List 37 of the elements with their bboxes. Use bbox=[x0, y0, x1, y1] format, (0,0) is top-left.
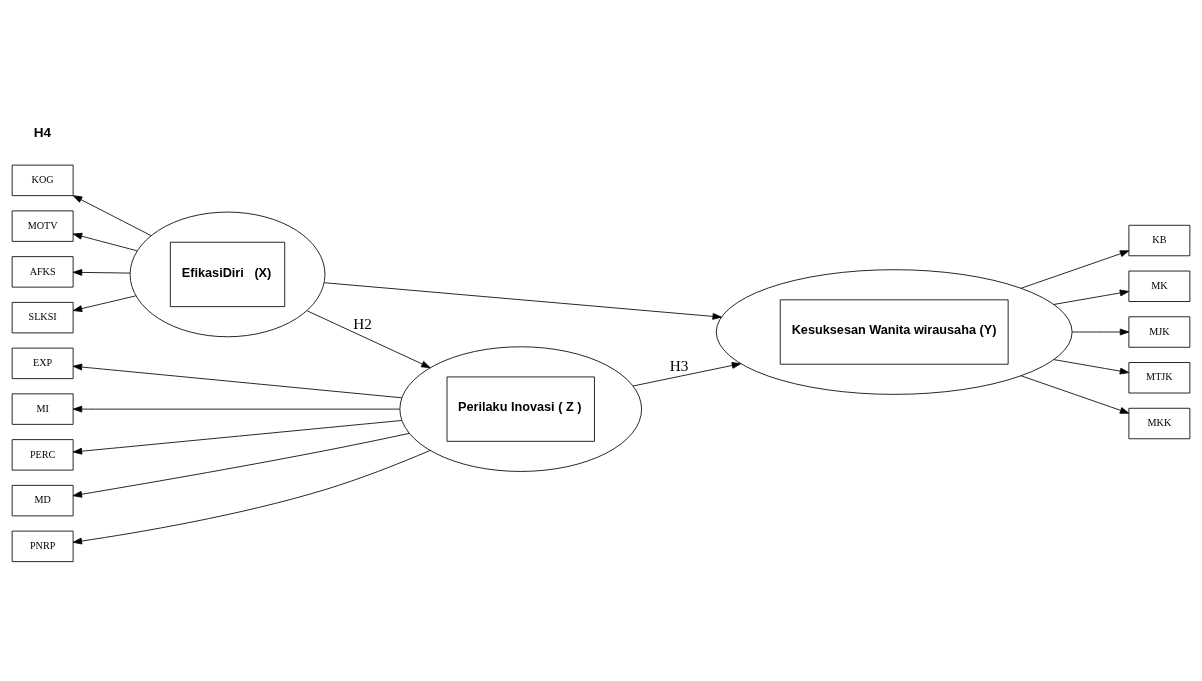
node-box: MKK bbox=[1128, 407, 1191, 440]
node-box: MK bbox=[1128, 270, 1191, 302]
node-box: MI bbox=[11, 393, 74, 425]
node-box: KB bbox=[1128, 224, 1191, 257]
arrow bbox=[1020, 250, 1130, 289]
node-box: PERC bbox=[11, 439, 74, 471]
arrow bbox=[632, 362, 742, 387]
node-ellipse: Perilaku Inovasi ( Z ) bbox=[399, 346, 642, 472]
node-box: EXP bbox=[11, 347, 74, 380]
arrow bbox=[323, 282, 722, 320]
edge-label: H3 bbox=[669, 356, 689, 374]
node-box: AFKS bbox=[11, 256, 74, 288]
node-box: MJK bbox=[1128, 316, 1191, 348]
arrow bbox=[1020, 375, 1130, 414]
node-ellipse: EfikasiDiri (X) bbox=[129, 211, 326, 338]
node-box: MTJK bbox=[1128, 362, 1191, 394]
node-box: MD bbox=[11, 484, 74, 517]
node-box: SLKSI bbox=[11, 301, 74, 334]
arrow bbox=[72, 420, 403, 455]
arrow bbox=[1053, 289, 1130, 305]
arrow bbox=[1053, 359, 1130, 375]
arrow bbox=[72, 450, 431, 545]
arrow bbox=[72, 405, 401, 413]
node-box: MOTV bbox=[11, 210, 74, 242]
arrow bbox=[72, 295, 136, 312]
arrow bbox=[306, 310, 431, 369]
node-box: PNRP bbox=[11, 530, 74, 563]
arrow bbox=[72, 195, 152, 236]
label: H4 bbox=[33, 125, 52, 141]
arrow bbox=[1071, 328, 1130, 336]
node-ellipse: Kesuksesan Wanita wirausaha (Y) bbox=[715, 269, 1073, 395]
arrow bbox=[72, 363, 403, 399]
node-box: KOG bbox=[11, 164, 74, 197]
arrow bbox=[72, 433, 410, 498]
arrow bbox=[72, 269, 131, 276]
arrow bbox=[72, 232, 138, 252]
edge-label: H2 bbox=[353, 314, 372, 332]
